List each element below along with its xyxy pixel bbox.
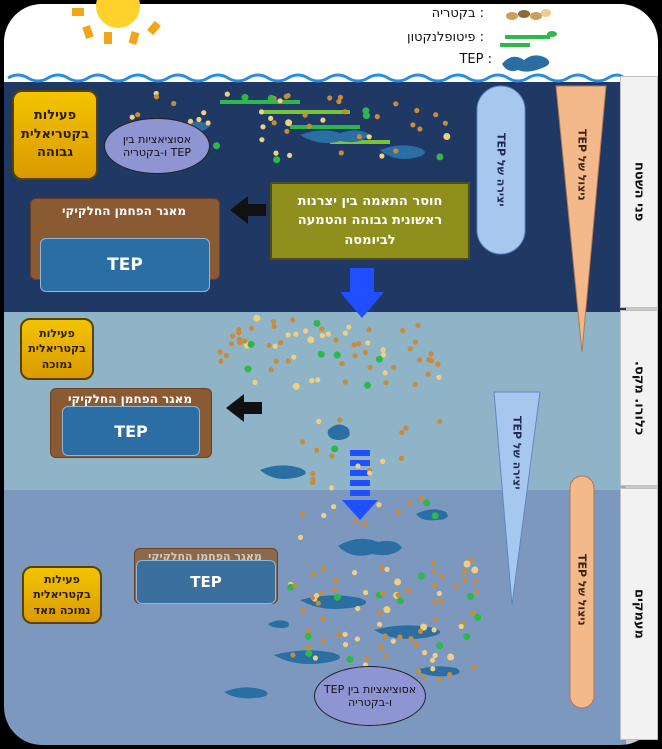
- surface-utilization-label: ניצול של TEP: [575, 129, 589, 201]
- mid-carbon-pool: מאגר הפחמן החלקיקי TEP: [50, 388, 215, 460]
- mid-formation-label: יצירה של TEP: [510, 416, 524, 490]
- mid-formation-label-wrap: יצירה של TEP: [500, 398, 534, 508]
- bacteria-legend-icon: [506, 9, 551, 20]
- left-arrow-surface: [230, 196, 266, 224]
- tep-formation-capsule: [476, 85, 526, 255]
- surface-carbon-pool: מאגר הפחמן החלקיקי TEP: [30, 198, 220, 296]
- zone-tab-deep: מעמקים: [620, 488, 658, 740]
- tep-utilization-capsule: [569, 475, 595, 709]
- water-surface-wave: [7, 73, 626, 83]
- surface-formation-label-wrap: יצירה של TEP: [479, 100, 523, 240]
- surface-utilization-label-wrap: ניצול של TEP: [568, 100, 596, 230]
- deep-association-oval: אסוציאציות בין TEP ו-בקטריה: [314, 666, 426, 726]
- surface-formation-label: יצירה של TEP: [494, 133, 508, 207]
- zone-label-mid: כלורו. מקס.: [631, 360, 647, 436]
- mid-pool-tep: TEP: [62, 406, 200, 456]
- tep-formation-cone-mid: [493, 391, 541, 606]
- surface-association-oval: אסוציאציות בין TEP ו-בקטריה: [104, 118, 210, 174]
- legend-tep-label: TEP :: [459, 52, 492, 67]
- surface-pool-tep: TEP: [40, 238, 210, 292]
- bacteria-dots: [129, 90, 482, 682]
- phytoplankton-legend-icon: [500, 31, 557, 47]
- deep-carbon-pool: מאגר הפחמן החלקיקי TEP: [134, 548, 280, 608]
- sinking-arrow-striped: [342, 450, 378, 520]
- mismatch-box: חוסר התאמה בין יצרנות ראשונית גבוהה והטמ…: [270, 182, 470, 260]
- zone-tab-mid: כלורו. מקס.: [620, 310, 658, 486]
- sinking-arrow-surface: [340, 268, 384, 318]
- tep-utilization-cone-surface: [555, 85, 607, 353]
- legend-phytoplankton-label: : פיטופלנקטון: [407, 30, 484, 45]
- legend-bacteria-label: : בקטריה: [431, 6, 484, 21]
- deep-utilization-label: ניצול של TEP: [575, 554, 589, 626]
- left-arrow-mid: [226, 394, 262, 422]
- zone-label-surface: פני השטח: [631, 162, 647, 222]
- surface-activity-box: פעילות בקטריאלית גבוהה: [12, 90, 98, 180]
- deep-activity-box: פעילות בקטריאלית נמוכה מאד: [22, 566, 102, 624]
- surface-pool-title: מאגר הפחמן החלקיקי: [61, 204, 187, 218]
- mid-pool-title: מאגר הפחמן החלקיקי: [67, 392, 193, 406]
- deep-particle-cluster: [224, 538, 460, 699]
- tep-legend-icon: [502, 55, 550, 72]
- zone-tab-surface: פני השטח: [620, 76, 658, 308]
- deep-pool-title: מאגר הפחמן החלקיקי: [148, 550, 262, 563]
- deep-pool-tep: TEP: [136, 560, 276, 604]
- zone-label-deep: מעמקים: [631, 589, 647, 639]
- deep-utilization-label-wrap: ניצול של TEP: [570, 490, 594, 690]
- mid-activity-box: פעילות בקטריאלית נמוכה: [20, 318, 94, 380]
- mid-particle-cluster: [260, 424, 448, 521]
- sun-icon: [72, 0, 161, 45]
